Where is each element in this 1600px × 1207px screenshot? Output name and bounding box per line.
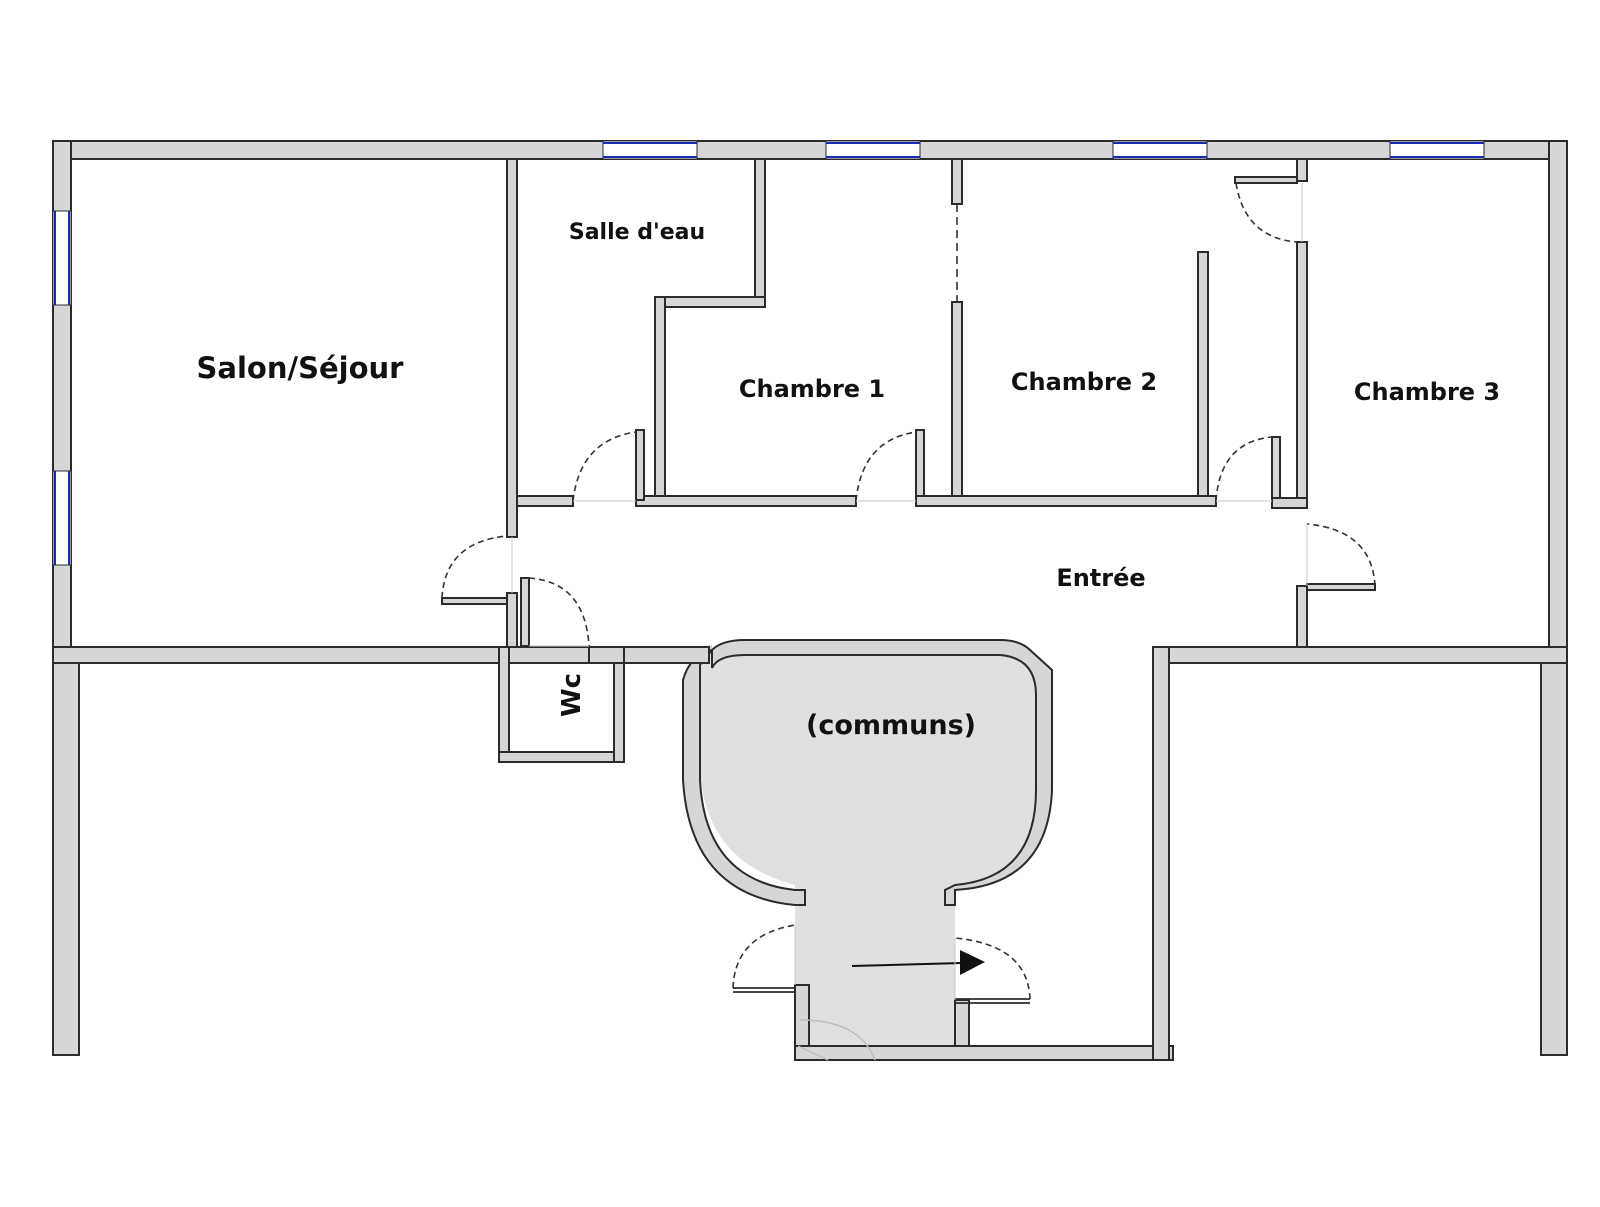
room-label-entree: Entrée [1056, 564, 1145, 592]
room-label-chambre1: Chambre 1 [739, 375, 885, 403]
arrow-right-icon [851, 950, 985, 975]
communs-area [682, 639, 1174, 1061]
room-label-salon: Salon/Séjour [197, 351, 405, 385]
room-label-chambre2: Chambre 2 [1011, 368, 1157, 396]
room-label-salle-eau: Salle d'eau [569, 220, 705, 245]
outer-walls [52, 140, 1568, 1061]
room-label-communs: (communs) [806, 710, 976, 741]
doors [441, 176, 1376, 1000]
communs-door-right [954, 937, 1031, 1004]
interior-walls [498, 158, 1308, 763]
communs-door-left [732, 924, 796, 993]
room-label-wc: Wc [557, 673, 587, 717]
room-label-chambre3: Chambre 3 [1354, 378, 1500, 406]
